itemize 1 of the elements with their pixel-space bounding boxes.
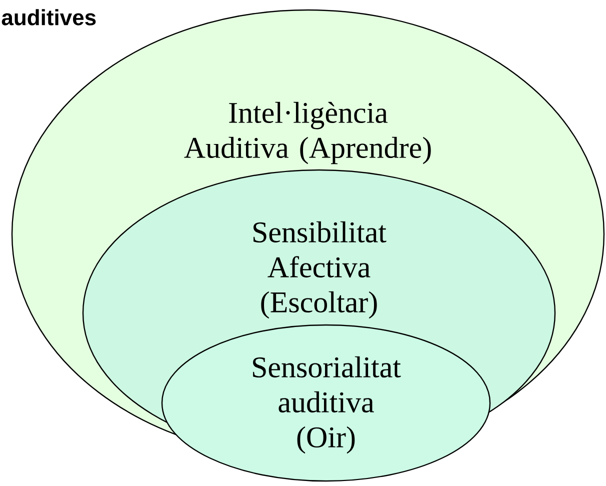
node-label: Sensorialitat auditiva (Oir) (253, 356, 401, 454)
